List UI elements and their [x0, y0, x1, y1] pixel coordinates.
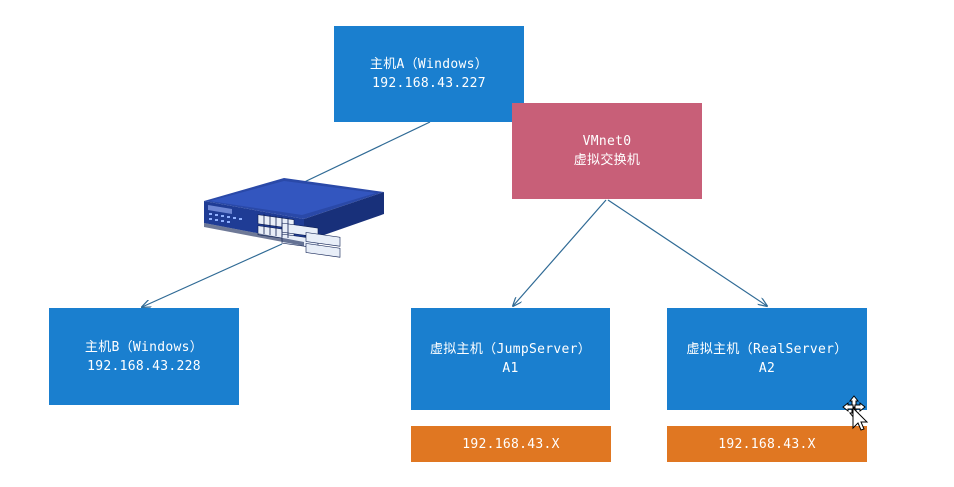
host-b-ip: 192.168.43.228: [87, 358, 201, 374]
vm-a1-ip-box: 192.168.43.X: [411, 426, 611, 462]
connector-vmnet-a2: [607, 199, 767, 306]
vm-a1-name: 虚拟主机（JumpServer）: [429, 342, 592, 357]
vmnet-name: VMnet0: [582, 134, 632, 149]
vm-a2-name: 虚拟主机（RealServer）: [686, 342, 848, 357]
host-a-node: 主机A（Windows） 192.168.43.227: [334, 26, 524, 122]
connector-switch-hostb: [142, 243, 283, 307]
connector-hosta-switch: [297, 121, 431, 186]
network-switch-icon: [204, 178, 384, 258]
vm-a2-ip-box: 192.168.43.X: [667, 426, 867, 462]
host-a-name: 主机A（Windows）: [369, 57, 489, 72]
vmnet-desc: 虚拟交换机: [573, 153, 641, 168]
vm-a2-ip: 192.168.43.X: [718, 436, 816, 452]
vm-a1-node: 虚拟主机（JumpServer） A1: [411, 308, 610, 410]
connector-vmnet-a1: [513, 199, 607, 306]
host-a-ip: 192.168.43.227: [372, 76, 486, 91]
vm-a1-ip: 192.168.43.X: [462, 436, 560, 452]
vmnet-switch-node: VMnet0 虚拟交换机: [512, 103, 702, 199]
vm-a2-id: A2: [758, 361, 776, 376]
vm-a1-id: A1: [502, 361, 519, 376]
host-b-node: 主机B（Windows） 192.168.43.228: [49, 308, 239, 405]
vm-a2-node: 虚拟主机（RealServer） A2: [667, 308, 867, 410]
host-b-name: 主机B（Windows）: [84, 339, 204, 355]
move-cursor-icon: [842, 395, 869, 431]
